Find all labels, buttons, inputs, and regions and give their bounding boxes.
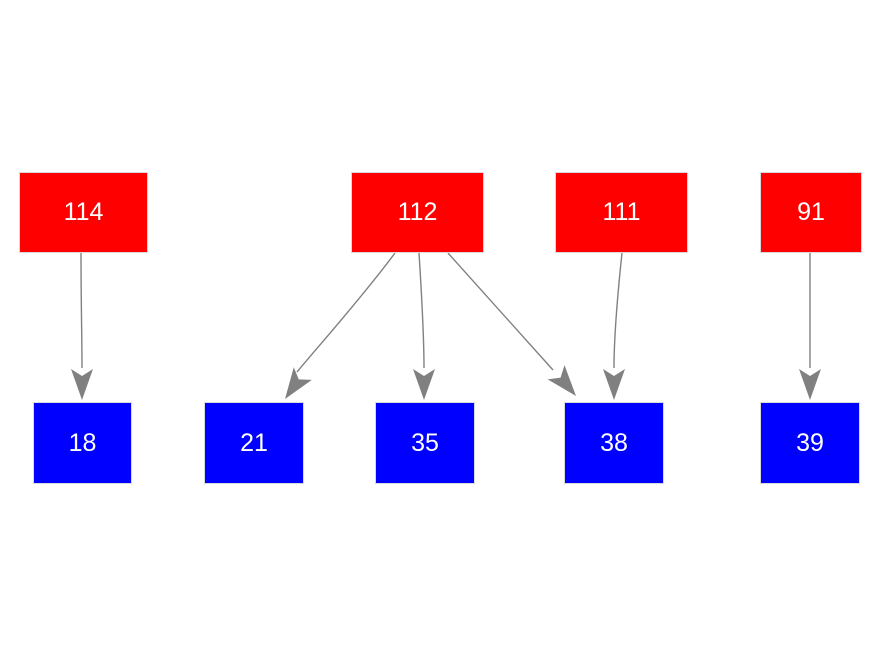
arrowhead-icon	[285, 367, 312, 399]
node-label: 38	[600, 428, 628, 457]
arrowhead-icon	[547, 365, 576, 396]
edge-112-to-21	[285, 252, 396, 399]
node-label: 112	[397, 198, 438, 226]
node-label: 21	[240, 428, 268, 457]
node-35[interactable]: 35	[375, 402, 475, 484]
arrowhead-icon	[71, 369, 93, 400]
node-label: 18	[68, 428, 97, 457]
node-label: 114	[63, 198, 104, 226]
edge-line	[80, 252, 83, 369]
edge-line	[613, 252, 623, 369]
node-label: 39	[796, 428, 824, 457]
node-114[interactable]: 114	[19, 172, 148, 253]
edge-line	[418, 252, 425, 369]
edge-91-to-39	[799, 253, 821, 400]
edge-line	[296, 252, 396, 373]
node-38[interactable]: 38	[564, 402, 664, 484]
edge-114-to-18	[71, 252, 93, 400]
node-112[interactable]: 112	[351, 172, 484, 253]
node-111[interactable]: 111	[555, 172, 688, 253]
node-label: 91	[797, 198, 825, 226]
edge-111-to-38	[603, 252, 625, 400]
node-21[interactable]: 21	[204, 402, 304, 484]
arrowhead-icon	[799, 369, 821, 400]
edge-112-to-38	[447, 252, 576, 396]
edge-112-to-35	[413, 252, 435, 400]
node-18[interactable]: 18	[33, 402, 132, 484]
arrowhead-icon	[413, 369, 435, 400]
node-label: 35	[411, 428, 439, 457]
node-91[interactable]: 91	[760, 172, 862, 253]
node-39[interactable]: 39	[760, 402, 860, 484]
arrowhead-icon	[603, 369, 625, 400]
edge-line	[447, 252, 554, 371]
node-label: 111	[602, 198, 641, 226]
